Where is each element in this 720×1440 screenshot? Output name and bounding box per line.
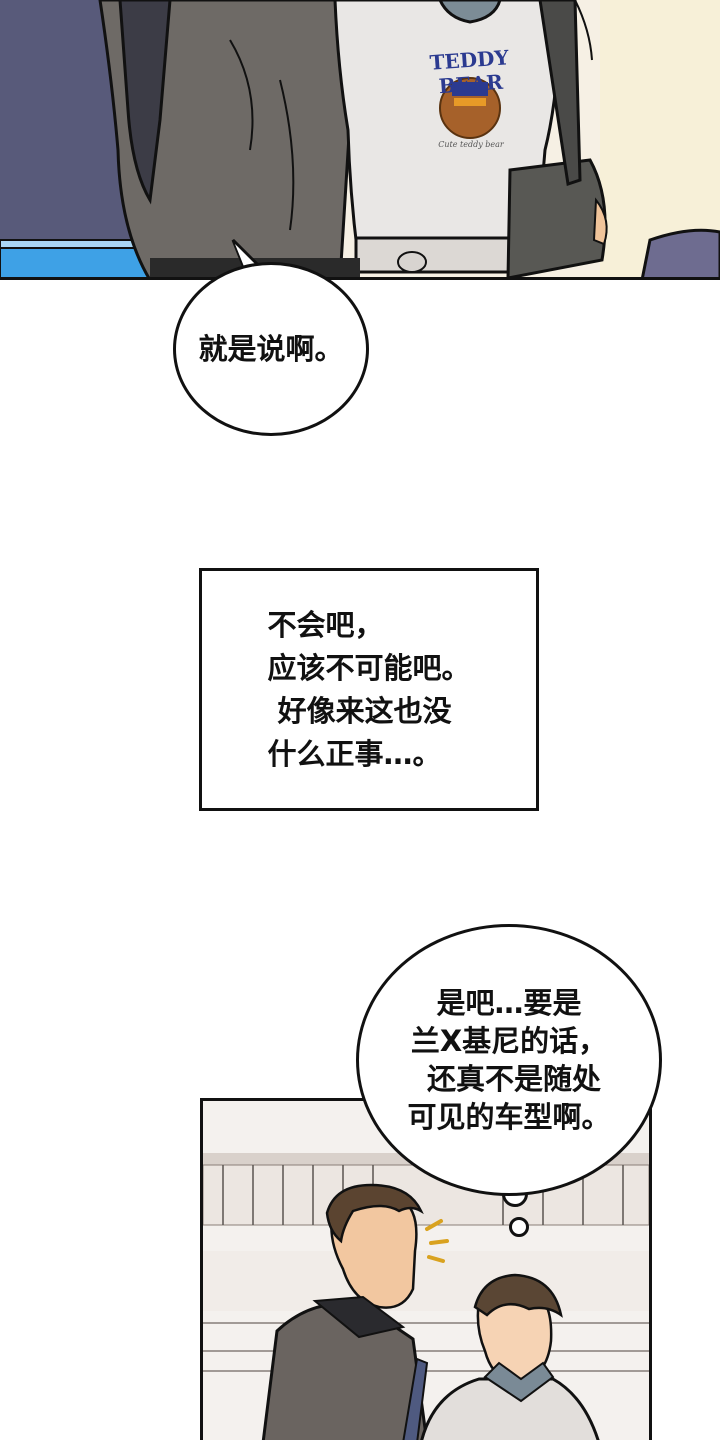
man-2-sweater — [420, 1377, 600, 1440]
narration-text: 不会吧， 应该不可能吧。 好像来这也没 什么正事…。 — [267, 607, 471, 771]
coat-fold — [279, 79, 295, 231]
man-2-collar — [483, 1361, 555, 1403]
comic-panel-top: TEDDY BEAR Cute teddy bear — [0, 0, 720, 280]
speech-bubble-1: 就是说啊。 — [173, 262, 369, 436]
coat-fold — [229, 39, 254, 151]
sweater-hem — [354, 236, 528, 274]
panel-top-art — [0, 0, 720, 280]
stool — [640, 228, 720, 280]
thought-bubble: 是吧…要是 兰X基尼的话， 还真不是随处 可见的车型啊。 — [356, 924, 662, 1196]
bag-strap — [118, 0, 172, 205]
thought-dot-small — [509, 1217, 529, 1237]
teddy-glasses — [454, 98, 486, 106]
sweater-script: Cute teddy bear — [438, 140, 504, 149]
bag-strap-right — [538, 0, 582, 186]
balcony — [203, 1251, 649, 1311]
man-2-hair — [473, 1273, 563, 1318]
teddy-hat — [452, 82, 488, 96]
bag-strap — [402, 1357, 429, 1440]
shoulder-bag — [506, 158, 607, 280]
man-1-collar — [312, 1295, 406, 1339]
speech-text-1: 就是说啊。 — [198, 332, 344, 366]
panel-border — [0, 277, 720, 280]
hair-lines — [574, 0, 593, 61]
man-1-hair — [325, 1183, 424, 1244]
thought-text: 是吧…要是 兰X基尼的话， 还真不是随处 可见的车型啊。 — [407, 986, 611, 1134]
sweater-logo: TEDDY BEAR — [428, 45, 510, 99]
soda-can-icon — [397, 251, 427, 273]
table-edge — [0, 239, 151, 249]
collar — [438, 0, 502, 24]
hand — [592, 197, 608, 246]
narration-box: 不会吧， 应该不可能吧。 好像来这也没 什么正事…。 — [199, 568, 539, 811]
surprise-marks-icon — [425, 1219, 449, 1263]
